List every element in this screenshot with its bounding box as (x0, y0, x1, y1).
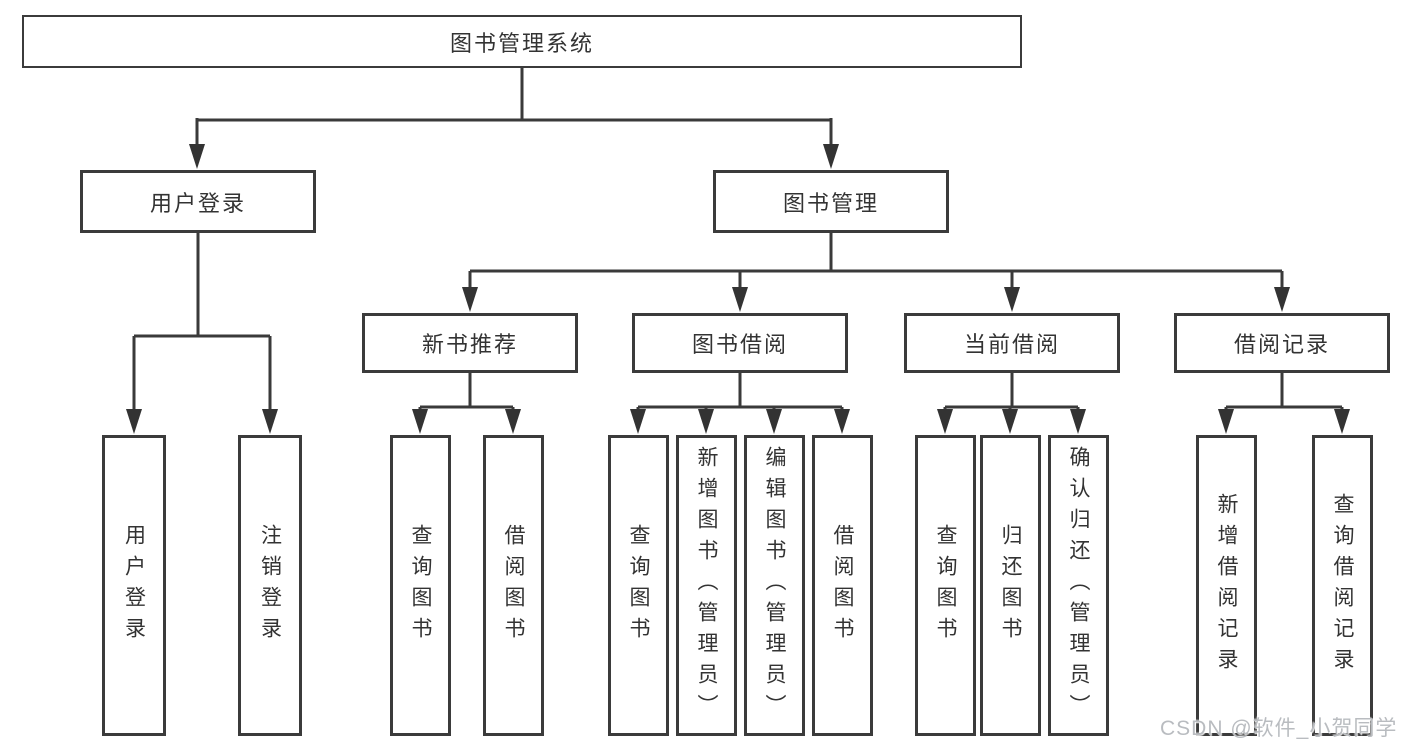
leaf-records-add-record-label: 新增借阅记录 (1215, 492, 1238, 679)
node-book-borrowing: 图书借阅 (632, 313, 848, 373)
arrowhead (630, 409, 646, 434)
node-borrowing-records: 借阅记录 (1174, 313, 1390, 373)
arrowhead (1218, 409, 1234, 434)
connector-user-login-to-leaves (132, 233, 272, 416)
leaf-current-confirm-return-admin-label: 确认归还（管理员） (1067, 446, 1090, 725)
node-current-borrowing-label: 当前借阅 (963, 332, 1060, 357)
arrowhead (766, 409, 782, 434)
arrowhead (1334, 409, 1350, 434)
connector-book-mgmt-to-level3 (468, 233, 1284, 294)
arrowhead (834, 409, 850, 434)
leaf-current-query-books: 查询图书 (915, 435, 976, 736)
arrowhead (262, 409, 278, 434)
node-book-borrowing-label: 图书借阅 (691, 332, 788, 357)
leaf-borrow-query-books-label: 查询图书 (627, 523, 650, 648)
leaf-newbooks-query-books-label: 查询图书 (409, 523, 432, 648)
node-book-management-label: 图书管理 (782, 190, 879, 216)
arrowhead-group (126, 144, 1350, 434)
arrowhead (698, 409, 714, 434)
leaf-records-query-record: 查询借阅记录 (1312, 435, 1373, 736)
leaf-current-confirm-return-admin: 确认归还（管理员） (1048, 435, 1109, 736)
node-user-login-label: 用户登录 (149, 190, 246, 216)
leaf-borrow-edit-books-admin-label: 编辑图书（管理员） (763, 446, 786, 725)
leaf-current-return-books: 归还图书 (980, 435, 1041, 736)
node-borrowing-records-label: 借阅记录 (1233, 332, 1330, 357)
leaf-borrow-add-books-admin-label: 新增图书（管理员） (695, 446, 718, 725)
node-current-borrowing: 当前借阅 (904, 313, 1120, 373)
watermark: CSDN @软件_小贺同学 (1160, 717, 1398, 740)
arrowhead (412, 409, 428, 434)
arrowhead (126, 409, 142, 434)
leaf-newbooks-query-books: 查询图书 (390, 435, 451, 736)
connector-root-to-level2 (195, 68, 833, 152)
arrowhead (189, 144, 205, 169)
leaf-records-query-record-label: 查询借阅记录 (1331, 492, 1354, 679)
leaf-current-query-books-label: 查询图书 (934, 523, 957, 648)
arrowhead (937, 409, 953, 434)
arrowhead (462, 287, 478, 312)
leaf-borrow-borrow-books: 借阅图书 (812, 435, 873, 736)
node-root-label: 图书管理系统 (449, 30, 594, 56)
arrowhead (1002, 409, 1018, 434)
leaf-current-return-books-label: 归还图书 (999, 523, 1022, 648)
leaf-borrow-edit-books-admin: 编辑图书（管理员） (744, 435, 805, 736)
connector-newbooks-to-leaves (418, 373, 515, 418)
leaf-newbooks-borrow-books: 借阅图书 (483, 435, 544, 736)
node-new-book-recommendation-label: 新书推荐 (421, 332, 518, 357)
arrowhead (1004, 287, 1020, 312)
leaf-borrow-query-books: 查询图书 (608, 435, 669, 736)
leaf-records-add-record: 新增借阅记录 (1196, 435, 1257, 736)
node-user-login: 用户登录 (80, 170, 316, 233)
arrowhead (1070, 409, 1086, 434)
leaf-logout-label: 注销登录 (258, 523, 282, 648)
node-book-management: 图书管理 (713, 170, 949, 233)
connector-borrow-to-leaves (636, 373, 844, 418)
arrowhead (732, 287, 748, 312)
leaf-user-login-label: 用户登录 (122, 523, 146, 648)
node-root: 图书管理系统 (22, 15, 1022, 68)
leaf-user-login: 用户登录 (102, 435, 166, 736)
node-new-book-recommendation: 新书推荐 (362, 313, 578, 373)
arrowhead (1274, 287, 1290, 312)
leaf-borrow-add-books-admin: 新增图书（管理员） (676, 435, 737, 736)
arrowhead (505, 409, 521, 434)
arrowhead (823, 144, 839, 169)
leaf-newbooks-borrow-books-label: 借阅图书 (502, 523, 525, 648)
connector-records-to-leaves (1224, 373, 1344, 418)
leaf-borrow-borrow-books-label: 借阅图书 (831, 523, 854, 648)
leaf-logout: 注销登录 (238, 435, 302, 736)
